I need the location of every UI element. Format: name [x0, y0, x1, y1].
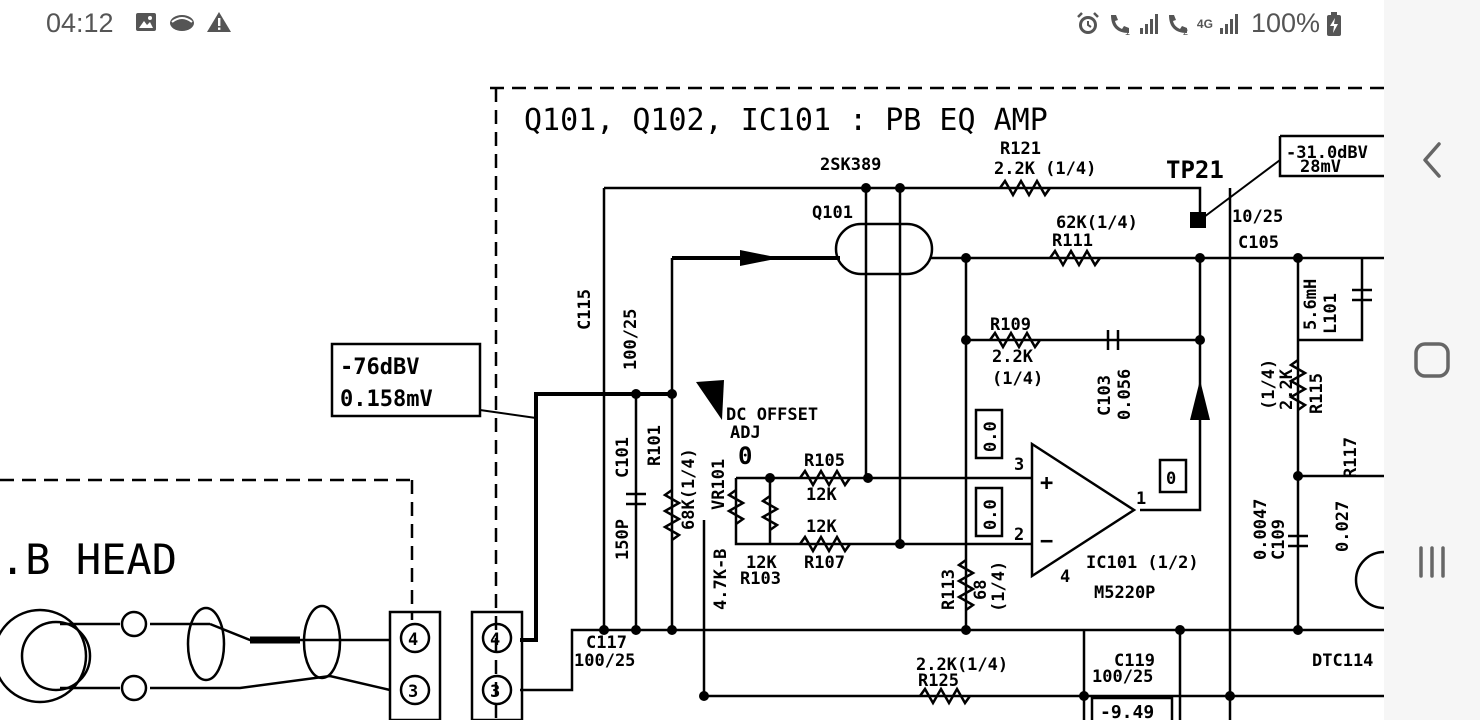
label-r103: R103	[740, 569, 781, 589]
battery-charging-icon	[1327, 11, 1341, 36]
label-r109-pwr: (1/4)	[992, 369, 1043, 389]
label-r125: R125	[918, 671, 959, 691]
warning-icon	[207, 12, 231, 32]
label-r113-pwr: (1/4)	[989, 561, 1009, 612]
label-c101-val: 150P	[613, 519, 633, 560]
label-r105-val: 12K	[806, 485, 837, 505]
label-r109: R109	[990, 315, 1031, 335]
label-c109-val: 0.0047	[1251, 499, 1271, 560]
status-time: 04:12	[46, 8, 114, 38]
level-low: -9.49	[1100, 702, 1154, 720]
label-adj: ADJ	[730, 423, 761, 443]
label-c103: C103	[1095, 375, 1115, 416]
status-left-icons	[134, 10, 232, 34]
back-icon	[1423, 142, 1441, 178]
label-r121-val: 2.2K (1/4)	[994, 159, 1096, 179]
label-r101: R101	[645, 425, 665, 466]
label-r107: R107	[804, 553, 845, 573]
label-box-v1: 0.0	[981, 421, 1001, 452]
label-r103-val: 12K	[746, 553, 777, 573]
alarm-icon	[1077, 11, 1099, 34]
signal-1-icon	[1139, 13, 1158, 34]
label-r115-pwr: (1/4)	[1259, 359, 1279, 410]
label-l101-val: 5.6mH	[1301, 279, 1321, 330]
label-pin4: 4	[1060, 567, 1070, 587]
back-button[interactable]	[1384, 110, 1480, 210]
label-r115: R115	[1307, 373, 1327, 414]
connector-pin-4-right: 4	[490, 630, 500, 650]
recents-button[interactable]	[1384, 512, 1480, 612]
label-c119: C119	[1114, 651, 1155, 671]
label-c103-val: 0.056	[1115, 369, 1135, 420]
image-viewer[interactable]: Q101, Q102, IC101 : PB EQ AMP .B HEAD -7…	[0, 48, 1384, 720]
image-icon	[136, 13, 156, 31]
label-vr101-val: 4.7K-B	[711, 549, 731, 610]
wifi-call-1-icon: 1	[1110, 14, 1130, 37]
label-r117: R117	[1341, 437, 1361, 478]
home-button[interactable]	[1384, 310, 1480, 410]
label-c117-val: 100/25	[574, 651, 635, 671]
label-r101-val: 68K(1/4)	[679, 448, 699, 530]
label-tp21: TP21	[1166, 156, 1224, 184]
label-box-v2: 0.0	[981, 499, 1001, 530]
label-r125-val: 2.2K(1/4)	[916, 655, 1008, 675]
svg-text:2: 2	[1183, 27, 1188, 37]
status-right: 1 2 4G 100%	[1075, 8, 1342, 39]
cloud-icon	[170, 15, 194, 31]
label-r113-val: 68	[971, 580, 991, 600]
level-tp-mv: 28mV	[1300, 157, 1341, 177]
label-c101: C101	[613, 437, 633, 478]
connector-pin-3-left: 3	[408, 682, 418, 702]
svg-text:1: 1	[1125, 27, 1130, 37]
wifi-call-2-icon: 2	[1168, 14, 1188, 37]
level-in-mv: 0.158mV	[340, 387, 433, 412]
label-r111: R111	[1052, 231, 1093, 251]
status-bar: 04:12 1 2 4G 100%	[0, 0, 1384, 48]
opamp-minus: −	[1040, 529, 1053, 554]
label-ic101-part: M5220P	[1094, 583, 1155, 603]
signal-2-icon	[1219, 13, 1238, 34]
navigation-bar	[1384, 0, 1480, 720]
label-c115: C115	[575, 289, 595, 330]
label-q101: Q101	[812, 203, 853, 223]
opamp-plus: +	[1040, 471, 1053, 496]
battery-level: 100%	[1250, 8, 1320, 38]
label-l101: L101	[1321, 293, 1341, 334]
label-r107-val: 12K	[806, 517, 837, 537]
label-c111-val: 0.027	[1333, 501, 1353, 552]
connector-pin-4-left: 4	[408, 630, 418, 650]
label-c109: C109	[1269, 519, 1289, 560]
label-r109-val: 2.2K	[992, 347, 1034, 367]
recents-icon	[1419, 546, 1445, 578]
network-4g-icon: 4G	[1196, 16, 1213, 31]
level-in-db: -76dBV	[340, 355, 419, 380]
label-ic101: IC101 (1/2)	[1086, 553, 1199, 573]
label-dtc: DTC114	[1312, 651, 1373, 671]
label-pin1: 1	[1136, 489, 1146, 509]
label-vr101: VR101	[709, 459, 729, 510]
label-dc-offset: DC OFFSET	[726, 405, 818, 425]
label-r111-val: 62K(1/4)	[1056, 213, 1138, 233]
head-label: .B HEAD	[0, 535, 177, 584]
label-c115-val: 100/25	[621, 309, 641, 370]
level-tp-db: -31.0dBV	[1286, 143, 1368, 163]
label-c105: C105	[1238, 233, 1279, 253]
label-r121: R121	[1000, 139, 1041, 159]
home-icon	[1414, 342, 1450, 378]
label-r113: R113	[939, 569, 959, 610]
label-q101-part: 2SK389	[820, 155, 881, 175]
label-c105-val: 10/25	[1232, 207, 1283, 227]
connector-pin-3-right: 3	[490, 682, 500, 702]
label-pin3: 3	[1014, 455, 1024, 475]
label-box-v3: 0	[1166, 469, 1176, 489]
schematic-image: Q101, Q102, IC101 : PB EQ AMP .B HEAD -7…	[0, 86, 1384, 720]
schematic-title: Q101, Q102, IC101 : PB EQ AMP	[524, 103, 1048, 138]
label-r115-val: 2.2K	[1277, 368, 1297, 410]
label-c119-val: 100/25	[1092, 667, 1153, 687]
label-r105: R105	[804, 451, 845, 471]
label-adj-num: 0	[738, 442, 752, 470]
label-c117: C117	[586, 633, 627, 653]
label-pin2: 2	[1014, 525, 1024, 545]
